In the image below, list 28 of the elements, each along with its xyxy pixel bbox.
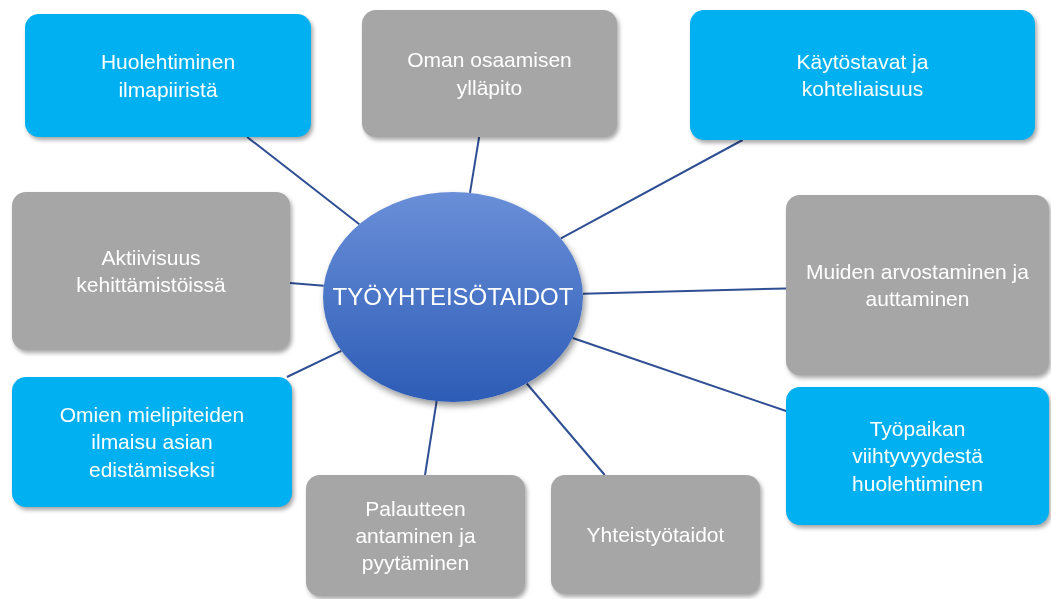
topic-label: Oman osaamisen ylläpito: [406, 47, 573, 101]
connector-line: [525, 382, 606, 476]
topic-label: Työpaikan viihtyvyydestä huolehtiminen: [851, 416, 984, 497]
connector-line: [289, 281, 325, 287]
topic-label: Käytöstavat ja kohteliaisuus: [795, 48, 930, 102]
connector-line: [581, 287, 787, 295]
connector-line: [559, 139, 744, 240]
connector-line: [571, 336, 787, 412]
hub-title: TYÖYHTEISÖTAIDOT: [332, 282, 574, 312]
topic-label: Omien mielipiteiden ilmaisu asian edistämiseksi: [58, 402, 246, 483]
topic-label: Palautteen antaminen ja pyytäminen: [354, 495, 477, 577]
topic-label: Aktiivisuus kehittämistöissä: [75, 244, 227, 298]
connector-line: [285, 349, 343, 378]
topic-box: [786, 387, 1049, 525]
topic-label: Muiden arvostaminen ja auttaminen: [805, 258, 1030, 312]
topic-box: [12, 192, 290, 350]
topic-box: [786, 195, 1049, 375]
topic-box: [12, 377, 292, 507]
topic-label: Huolehtiminen ilmapiiristä: [99, 49, 237, 103]
connector-line: [469, 136, 481, 194]
topic-box: [25, 14, 311, 137]
topic-box: [551, 475, 760, 594]
topic-box: [690, 10, 1035, 140]
topic-label: Yhteistyötaidot: [586, 521, 725, 548]
topic-box: [306, 475, 525, 596]
connector-line: [246, 136, 361, 226]
connector-line: [424, 400, 438, 476]
topic-box: [362, 10, 617, 137]
